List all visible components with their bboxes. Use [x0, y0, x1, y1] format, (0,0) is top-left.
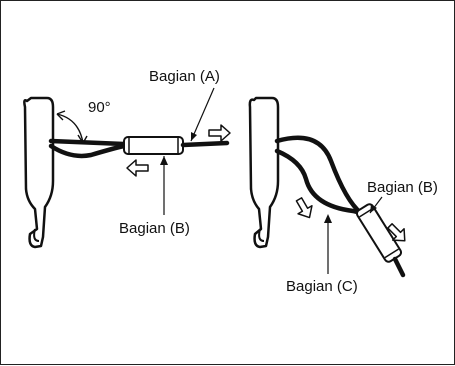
angle-arc	[56, 113, 84, 144]
leader-b-left-arrow	[160, 156, 168, 165]
label-part-c-right: Bagian (C)	[286, 278, 358, 295]
right-assembly: Bagian (B) Bagian (C)	[248, 96, 438, 295]
right-pull-arrow-b	[387, 223, 406, 242]
right-hook	[258, 228, 265, 242]
leader-a-arrow	[191, 132, 197, 141]
left-wire-right	[180, 140, 230, 148]
leader-c-arrow	[324, 214, 332, 223]
label-part-b-right: Bagian (B)	[367, 179, 438, 196]
left-wire-upper	[48, 138, 127, 147]
angle-arrowhead-bottom	[77, 134, 88, 144]
label-part-a-left: Bagian (A)	[149, 68, 220, 85]
left-housing	[23, 96, 55, 249]
angle-arrowhead-top	[56, 110, 66, 121]
right-wire-upper	[274, 135, 364, 216]
left-wire-lower	[48, 143, 127, 159]
right-pull-arrow-c	[295, 197, 313, 219]
leader-a	[190, 87, 215, 142]
label-part-b-left: Bagian (B)	[119, 220, 190, 237]
right-sleeve-seam-2	[384, 248, 399, 259]
left-hook	[33, 228, 40, 242]
right-housing	[248, 96, 280, 249]
left-assembly: 90° Bagian (A) Bagian (B)	[23, 68, 231, 249]
angle-label: 90°	[88, 99, 111, 116]
left-sleeve-b	[123, 136, 184, 155]
left-pull-arrow-right	[208, 124, 231, 142]
leader-b-right-arrow	[370, 204, 377, 213]
left-slide-arrow-left	[126, 159, 149, 177]
right-wire-lower	[274, 148, 364, 216]
right-wire-exit	[392, 256, 406, 278]
